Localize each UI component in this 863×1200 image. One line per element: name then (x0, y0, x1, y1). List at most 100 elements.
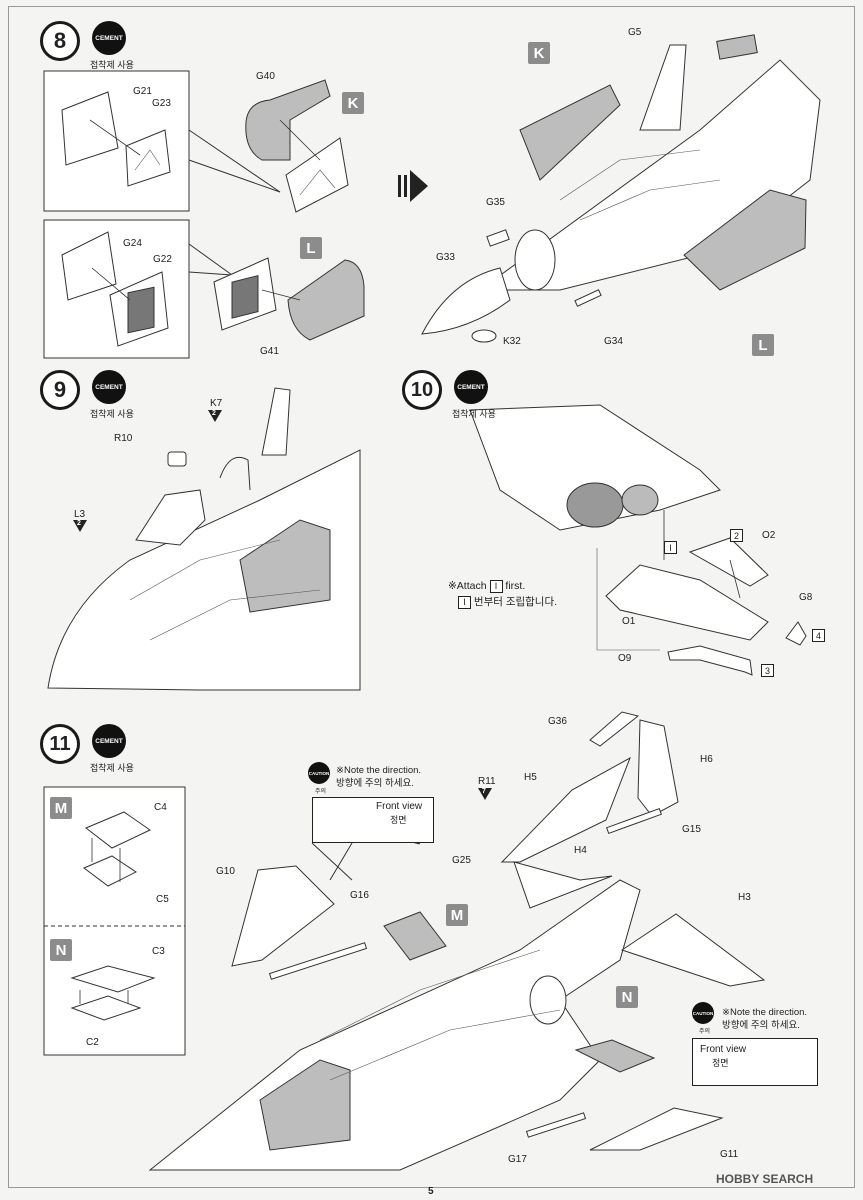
part-label: G36 (548, 716, 567, 727)
part-label: H4 (574, 845, 587, 856)
part-label: G41 (260, 346, 279, 357)
part-label: C5 (156, 894, 169, 905)
part-label: G16 (350, 890, 369, 901)
part-label: C4 (154, 802, 167, 813)
part-g22-detail (127, 286, 155, 334)
cement-badge: CEMENT (92, 21, 126, 55)
part-label: G33 (436, 252, 455, 263)
part-label: G25 (452, 855, 471, 866)
exhaust-nozzle (566, 482, 624, 528)
part-g17 (525, 1112, 587, 1138)
part-label: H6 (700, 754, 713, 765)
part-label: K32 (503, 336, 521, 347)
subassembly-l-label: L (752, 334, 774, 356)
subassembly-m-label: M (446, 904, 468, 926)
part-label: O9 (618, 653, 632, 664)
cement-note: 접착제 사용 (90, 60, 134, 70)
part-o2 (688, 537, 769, 587)
part-label: R10 (114, 433, 133, 444)
part-o9 (667, 645, 753, 676)
direction-note: ※Note the direction. 방향에 주의 하세요. (336, 765, 422, 789)
part-g33-nose (421, 267, 511, 335)
part-o1 (605, 564, 769, 641)
front-view-box (312, 797, 434, 843)
cement-badge: CEMENT (454, 370, 488, 404)
front-view-title: Front view (376, 801, 423, 812)
front-view-title: Front view (700, 1044, 747, 1055)
cement-note: 접착제 사용 (452, 409, 496, 419)
part-label: H5 (524, 772, 537, 783)
part-c5 (83, 855, 137, 887)
part-label: G15 (682, 824, 701, 835)
front-view-sub: 정면 (712, 1058, 729, 1068)
part-c3 (70, 965, 156, 993)
watermark: HOBBY SEARCH (716, 1172, 814, 1186)
part-marker-triangle: 2 (208, 410, 222, 422)
step-number-11: 11 (40, 724, 80, 764)
part-c4 (85, 811, 151, 849)
part-g10-fin (231, 865, 335, 967)
part-label: K7 (210, 398, 223, 409)
part-label: R11 (478, 776, 496, 787)
attach-first-note-kr: I 번부터 조립합니다. (458, 596, 557, 609)
cement-note: 접착제 사용 (90, 763, 134, 773)
subassembly-k-label: K (528, 42, 550, 64)
part-marker-triangle: 7 (478, 788, 492, 800)
page-number: 5 (428, 1186, 434, 1197)
step-number-8: 8 (40, 21, 80, 61)
part-k7 (219, 456, 251, 491)
part-n-panel (574, 1039, 656, 1073)
cement-badge: CEMENT (92, 370, 126, 404)
part-label: C2 (86, 1037, 99, 1048)
part-label: O1 (622, 616, 636, 627)
part-label: G35 (486, 197, 505, 208)
cement-note: 접착제 사용 (90, 409, 134, 419)
page-frame (8, 6, 855, 1188)
caution-icon: CAUTION (692, 1002, 714, 1024)
cement-badge: CEMENT (92, 724, 126, 758)
part-label: H3 (738, 892, 751, 903)
step-number-9: 9 (40, 370, 80, 410)
step-order-box: I (664, 541, 677, 554)
caution-icon: CAUTION (308, 762, 330, 784)
part-label: G24 (123, 238, 142, 249)
front-view-box (692, 1038, 818, 1086)
part-k-panel (285, 137, 349, 213)
step-number-10: 10 (402, 370, 442, 410)
part-g40 (245, 79, 331, 161)
fuselage-step9 (47, 449, 361, 691)
step-order-box: 3 (761, 664, 774, 677)
part-k32 (471, 329, 497, 343)
part-label: G40 (256, 71, 275, 82)
part-label: L3 (74, 509, 86, 520)
part-label: G5 (628, 27, 642, 38)
step-order-box: 2 (730, 529, 743, 542)
part-c2 (70, 995, 142, 1021)
part-label: C3 (152, 946, 165, 957)
attach-first-note: ※Attach I first. (448, 580, 526, 593)
part-g34 (574, 289, 602, 307)
progress-arrow (398, 170, 428, 202)
caution-sub: 주의 (699, 1029, 711, 1035)
direction-note: ※Note the direction. 방향에 주의 하세요. (722, 1007, 808, 1031)
part-g41 (287, 259, 365, 341)
subassembly-n-label: N (616, 986, 638, 1008)
part-label: G8 (799, 592, 813, 603)
part-l3-canopy (135, 489, 206, 546)
part-g21 (61, 91, 119, 166)
subassembly-m-label: M (50, 797, 72, 819)
part-g35 (486, 229, 510, 247)
part-label: G21 (133, 86, 152, 97)
subassembly-n-label: N (50, 939, 72, 961)
part-label: G17 (508, 1154, 527, 1165)
part-r10 (167, 451, 187, 467)
part-marker-triangle: 2 (73, 520, 87, 532)
part-g36 (589, 711, 640, 747)
part-label: G22 (153, 254, 172, 265)
step-order-box: 4 (812, 629, 825, 642)
part-h6 (637, 719, 679, 817)
part-g24 (61, 231, 117, 301)
part-g23 (125, 129, 171, 187)
part-label: G11 (720, 1149, 739, 1160)
